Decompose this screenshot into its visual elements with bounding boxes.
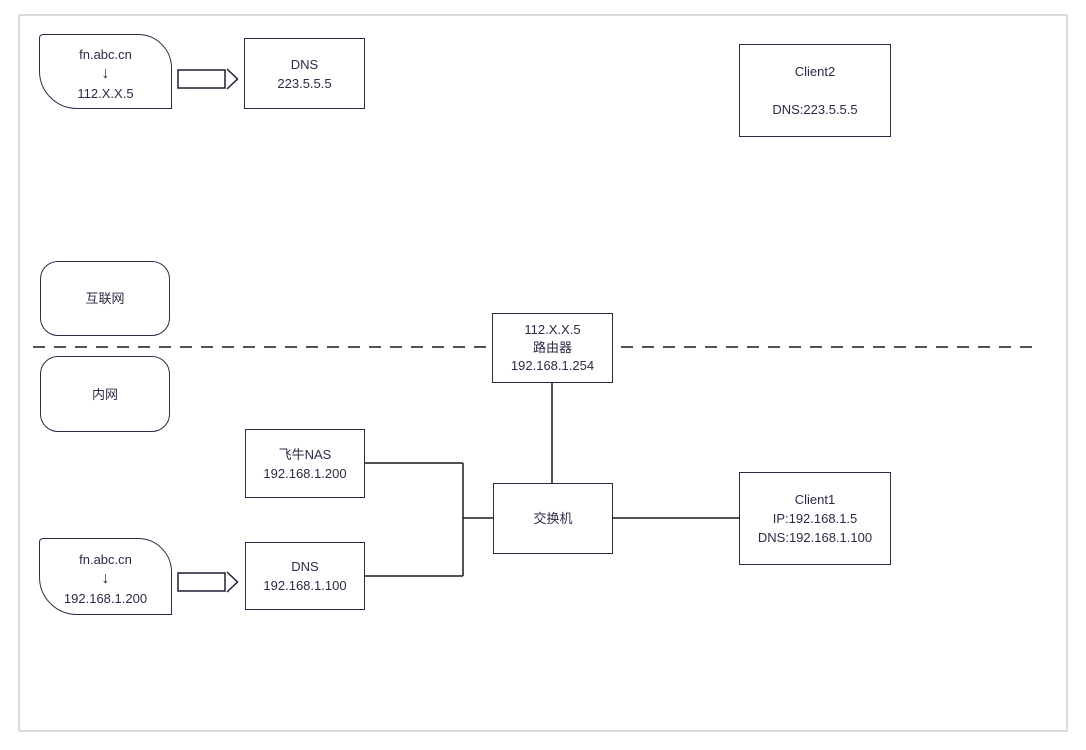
intranet-mapping-domain: fn.abc.cn — [79, 551, 132, 567]
router-node: 112.X.X.5 路由器 192.168.1.254 — [492, 313, 613, 383]
router-lan-ip: 192.168.1.254 — [510, 358, 595, 373]
client1-ip: IP:192.168.1.5 — [772, 511, 858, 526]
switch-node: 交换机 — [493, 483, 613, 554]
client1-node: Client1 IP:192.168.1.5 DNS:192.168.1.100 — [739, 472, 891, 565]
public-mapping-domain: fn.abc.cn — [79, 46, 132, 62]
internal-dns-name: DNS — [291, 559, 319, 574]
client1-dns: DNS:192.168.1.100 — [757, 530, 873, 545]
router-wan-ip: 112.X.X.5 — [524, 322, 581, 337]
internal-dns-ip: 192.168.1.100 — [263, 578, 347, 593]
switch-name: 交换机 — [533, 511, 573, 526]
internal-dns-node: DNS 192.168.1.100 — [245, 542, 365, 610]
intranet-mapping-ip: 192.168.1.200 — [63, 590, 148, 606]
intranet-dns-mapping-callout: fn.abc.cn ↓ 192.168.1.200 — [39, 538, 172, 615]
client2-name: Client2 — [794, 64, 836, 79]
zone-internet-text: 互联网 — [85, 291, 125, 306]
public-dns-name: DNS — [290, 56, 319, 72]
nas-ip: 192.168.1.200 — [263, 465, 347, 481]
client2-dns: DNS:223.5.5.5 — [772, 102, 858, 117]
down-arrow-icon: ↓ — [101, 569, 110, 587]
canvas-border — [18, 14, 1068, 732]
zone-internet-label: 互联网 — [40, 261, 170, 336]
zone-intranet-label: 内网 — [40, 356, 170, 432]
public-mapping-ip: 112.X.X.5 — [77, 85, 134, 101]
public-dns-mapping-callout: fn.abc.cn ↓ 112.X.X.5 — [39, 34, 172, 109]
nas-node: 飞牛NAS 192.168.1.200 — [245, 429, 365, 498]
arrow-right-icon — [177, 571, 239, 593]
down-arrow-icon: ↓ — [101, 64, 110, 82]
arrow-right-icon — [177, 68, 239, 90]
router-name: 路由器 — [532, 340, 572, 355]
nas-name: 飞牛NAS — [278, 446, 332, 462]
public-dns-ip: 223.5.5.5 — [277, 75, 332, 91]
zone-intranet-text: 内网 — [91, 386, 118, 402]
client1-name: Client1 — [794, 492, 836, 507]
public-dns-node: DNS 223.5.5.5 — [244, 38, 365, 109]
client2-node: Client2 DNS:223.5.5.5 — [739, 44, 891, 137]
